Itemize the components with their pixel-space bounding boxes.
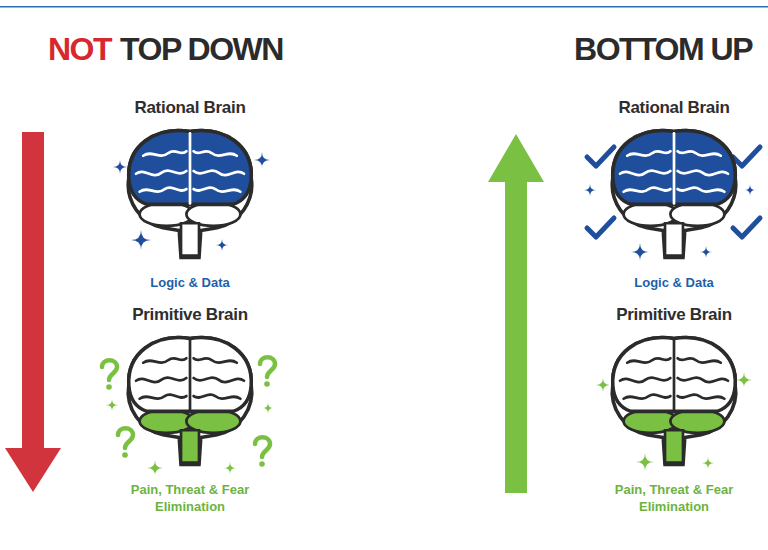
brain-fold bbox=[194, 358, 237, 363]
brain-outline bbox=[612, 131, 735, 258]
brain-title: Primitive Brain bbox=[616, 305, 732, 325]
brain-caption: Pain, Threat & Fear Elimination bbox=[126, 481, 254, 515]
sparkle bbox=[147, 460, 163, 476]
brain-fold bbox=[678, 378, 728, 383]
brain-fold bbox=[673, 133, 676, 203]
brain-outline bbox=[128, 338, 251, 465]
brain-title: Rational Brain bbox=[134, 98, 245, 118]
brain-area bbox=[584, 325, 764, 477]
up-arrow bbox=[488, 134, 544, 493]
question-mark bbox=[118, 428, 133, 458]
sparkle bbox=[106, 399, 118, 411]
brain-outline bbox=[612, 338, 735, 465]
heading-row: BOTTOM UP bbox=[574, 30, 752, 68]
brain-fold bbox=[136, 378, 186, 383]
brain-fold bbox=[140, 187, 187, 191]
brain-fold bbox=[620, 378, 670, 383]
brain-caption: Logic & Data bbox=[634, 274, 713, 291]
down-arrow bbox=[5, 132, 61, 492]
brain-stem bbox=[665, 430, 683, 462]
brain-area bbox=[584, 118, 764, 270]
brain-caption: Logic & Data bbox=[150, 274, 229, 291]
brain-area bbox=[100, 118, 280, 270]
primitive-brain: Primitive BrainPain, Threat & Fear Elimi… bbox=[584, 305, 764, 515]
cerebrum bbox=[613, 338, 736, 412]
brain-illustration bbox=[100, 331, 280, 471]
sparkle bbox=[224, 462, 236, 474]
brain-title: Rational Brain bbox=[618, 98, 729, 118]
brain-fold bbox=[627, 358, 670, 363]
brain-fold bbox=[143, 358, 186, 363]
sparkle bbox=[131, 230, 151, 250]
brain-stem bbox=[181, 223, 199, 255]
brain-fold bbox=[143, 151, 186, 156]
brain-fold bbox=[194, 151, 237, 156]
brain-fold bbox=[136, 171, 186, 176]
brain-area bbox=[100, 325, 280, 477]
rational-brain: Rational BrainLogic & Data bbox=[100, 98, 280, 291]
arrow-head bbox=[488, 134, 544, 182]
question-mark bbox=[102, 360, 117, 390]
sparkle bbox=[584, 184, 596, 196]
brain-fold bbox=[194, 187, 241, 191]
sparkle bbox=[263, 403, 274, 414]
brain-fold bbox=[620, 171, 670, 176]
brain-fold bbox=[189, 340, 192, 410]
check-mark bbox=[587, 147, 614, 166]
brain-outline bbox=[128, 131, 251, 258]
brain-fold bbox=[194, 378, 244, 383]
brain-fold bbox=[194, 171, 244, 176]
check-mark bbox=[733, 218, 760, 237]
brain-fold bbox=[678, 171, 728, 176]
top-rule bbox=[0, 6, 768, 8]
brain-title: Primitive Brain bbox=[132, 305, 248, 325]
sparkle bbox=[596, 378, 610, 392]
rational-brain: Rational BrainLogic & Data bbox=[584, 98, 764, 291]
sparkle bbox=[636, 453, 654, 471]
brain-stem bbox=[665, 223, 683, 255]
brain-fold bbox=[678, 187, 725, 191]
heading-text: BOTTOM UP bbox=[574, 30, 752, 68]
cerebrum bbox=[129, 338, 252, 412]
sparkle bbox=[631, 243, 649, 261]
cerebrum bbox=[613, 131, 736, 205]
brain-illustration bbox=[584, 124, 764, 264]
sparkle bbox=[700, 246, 712, 258]
brain-stem bbox=[181, 430, 199, 462]
question-mark bbox=[260, 357, 275, 387]
brain-fold bbox=[678, 394, 725, 398]
check-mark bbox=[733, 147, 760, 166]
heading-text: NOT bbox=[48, 30, 111, 68]
sparkle bbox=[216, 239, 228, 251]
brain-fold bbox=[140, 394, 187, 398]
question-mark bbox=[255, 437, 270, 467]
brain-fold bbox=[678, 151, 721, 156]
brain-illustration bbox=[100, 124, 280, 264]
arrow-shaft bbox=[505, 178, 527, 493]
sparkle bbox=[736, 372, 752, 388]
heading-row: NOTTOP DOWN bbox=[48, 30, 283, 68]
brain-caption: Pain, Threat & Fear Elimination bbox=[610, 481, 738, 515]
check-mark bbox=[587, 218, 614, 237]
primitive-brain: Primitive BrainPain, Threat & Fear Elimi… bbox=[100, 305, 280, 515]
brain-illustration bbox=[584, 331, 764, 471]
brain-fold bbox=[678, 358, 721, 363]
heading-text: TOP DOWN bbox=[120, 30, 283, 68]
brain-fold bbox=[624, 187, 671, 191]
brain-fold bbox=[194, 394, 241, 398]
brain-fold bbox=[673, 340, 676, 410]
arrow-head bbox=[5, 448, 61, 492]
sparkle bbox=[702, 457, 714, 469]
sparkle bbox=[745, 185, 756, 196]
sparkle bbox=[254, 152, 270, 168]
brain-fold bbox=[189, 133, 192, 203]
sparkle bbox=[113, 160, 127, 174]
arrow-shaft bbox=[22, 132, 44, 452]
cerebrum bbox=[129, 131, 252, 205]
brain-fold bbox=[624, 394, 671, 398]
brain-fold bbox=[627, 151, 670, 156]
